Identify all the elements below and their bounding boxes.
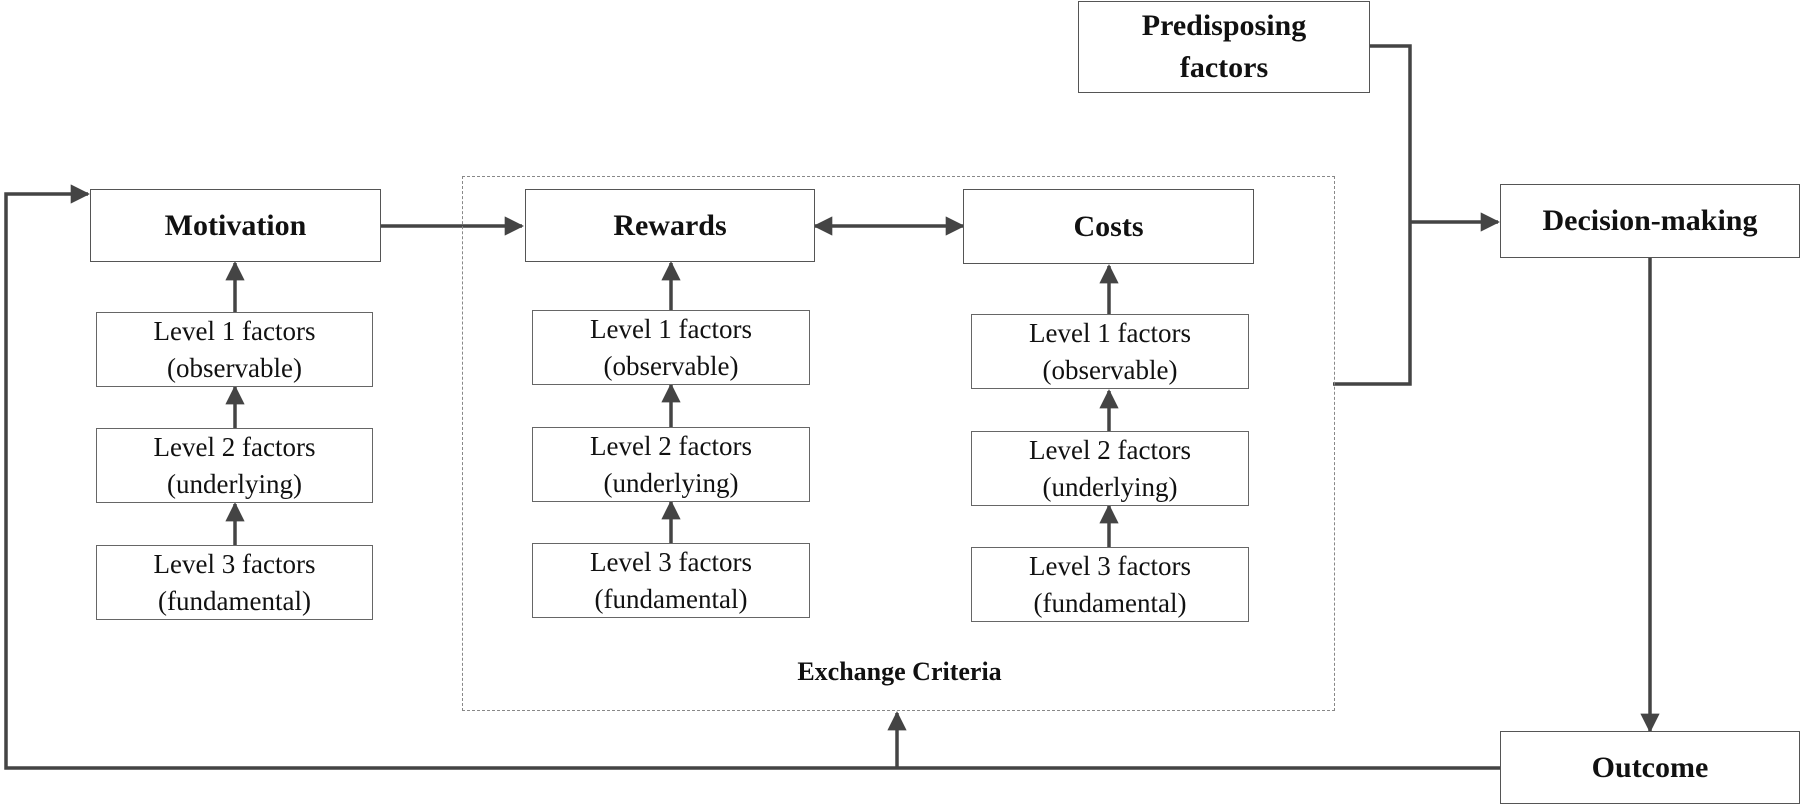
rewards-level3-label: Level 3 factors xyxy=(590,546,752,577)
decision-making-box: Decision-making xyxy=(1500,184,1800,258)
rewards-level1-box: Level 1 factors (observable) xyxy=(532,310,810,385)
predisposing-factors-box: Predisposing factors xyxy=(1078,1,1370,93)
motivation-level1-desc: (observable) xyxy=(167,352,302,383)
decision-making-label: Decision-making xyxy=(1542,204,1758,237)
costs-title: Costs xyxy=(1073,209,1144,243)
motivation-box: Motivation xyxy=(90,189,381,262)
line-exchange-criteria xyxy=(1333,222,1412,386)
motivation-level3-desc: (fundamental) xyxy=(158,585,311,616)
motivation-level1-label: Level 1 factors xyxy=(153,315,316,346)
costs-level1-box: Level 1 factors (observable) xyxy=(971,314,1249,389)
motivation-level3-label: Level 3 factors xyxy=(153,548,316,579)
rewards-level3-desc: (fundamental) xyxy=(594,583,748,614)
costs-level3-box: Level 3 factors (fundamental) xyxy=(971,547,1249,622)
motivation-title: Motivation xyxy=(164,208,307,242)
motivation-level2-label: Level 2 factors xyxy=(153,431,316,462)
rewards-box: Rewards xyxy=(525,189,815,262)
motivation-level1-box: Level 1 factors (observable) xyxy=(96,312,373,387)
costs-level2-label: Level 2 factors xyxy=(1029,434,1191,465)
rewards-title: Rewards xyxy=(613,208,727,242)
costs-level3-desc: (fundamental) xyxy=(1033,587,1187,618)
predisposing-factors-line1: Predisposing xyxy=(1141,9,1307,42)
motivation-level3-box: Level 3 factors (fundamental) xyxy=(96,545,373,620)
line-predisposing-factors xyxy=(1369,44,1412,222)
costs-level2-desc: (underlying) xyxy=(1042,471,1178,502)
costs-level1-desc: (observable) xyxy=(1042,354,1178,385)
outcome-box: Outcome xyxy=(1500,731,1800,804)
rewards-level2-desc: (underlying) xyxy=(603,467,739,498)
exchange-criteria-group: Exchange Criteria xyxy=(462,176,1335,711)
predisposing-factors-line2: factors xyxy=(1179,51,1269,84)
rewards-level2-label: Level 2 factors xyxy=(590,430,752,461)
rewards-level1-label: Level 1 factors xyxy=(590,313,752,344)
costs-level2-box: Level 2 factors (underlying) xyxy=(971,431,1249,506)
rewards-level2-box: Level 2 factors (underlying) xyxy=(532,427,810,502)
motivation-level2-desc: (underlying) xyxy=(167,468,302,499)
line-feedback-loop xyxy=(4,184,1502,770)
exchange-criteria-label: Exchange Criteria xyxy=(797,657,1002,686)
motivation-level2-box: Level 2 factors (underlying) xyxy=(96,428,373,503)
rewards-level1-desc: (observable) xyxy=(603,350,739,381)
costs-level3-label: Level 3 factors xyxy=(1029,550,1191,581)
rewards-level3-box: Level 3 factors (fundamental) xyxy=(532,543,810,618)
costs-level1-label: Level 1 factors xyxy=(1029,317,1191,348)
costs-box: Costs xyxy=(963,189,1254,264)
outcome-label: Outcome xyxy=(1591,750,1709,784)
